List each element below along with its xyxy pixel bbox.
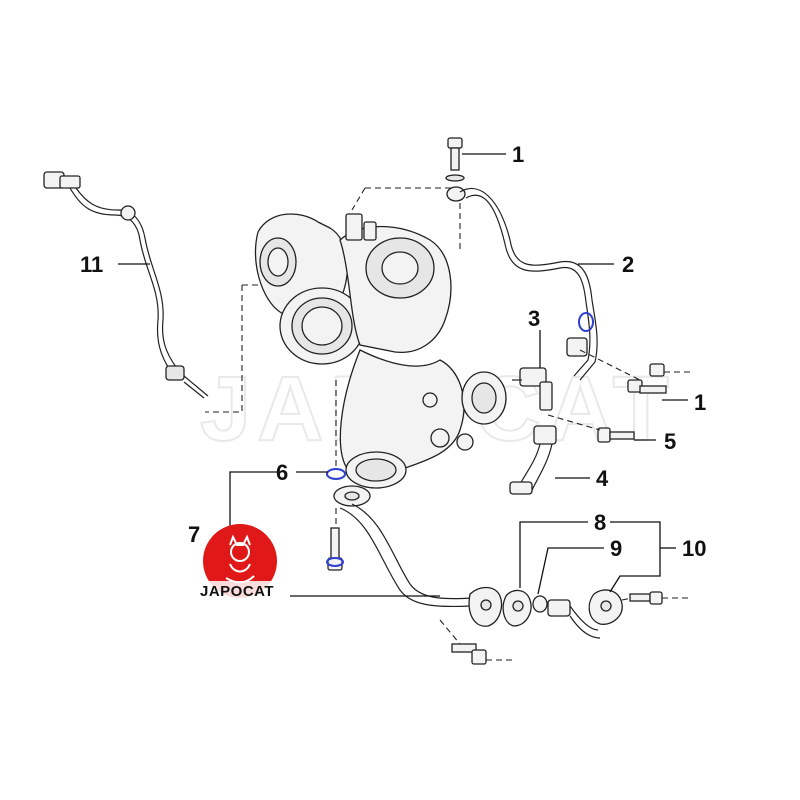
callout-10: 10 — [682, 536, 706, 561]
part-7-oil-drain-pipe — [339, 503, 503, 627]
callout-8: 8 — [594, 510, 606, 535]
callout-7: 7 — [188, 522, 200, 547]
callout-4: 4 — [596, 466, 609, 491]
part-5-bolt — [597, 427, 635, 443]
part-9-seal-ring — [532, 595, 548, 613]
leader-10-lower — [609, 548, 661, 593]
part-6-bolt — [326, 527, 344, 571]
leader-10-bracket — [610, 521, 661, 548]
callout-2: 2 — [622, 252, 634, 277]
callout-1-mid: 1 — [694, 390, 706, 415]
part-2-oil-feed-line — [459, 187, 598, 381]
part-6-gasket — [326, 468, 371, 507]
logo-text: JAPOCAT — [200, 583, 274, 600]
callout-3: 3 — [528, 306, 540, 331]
part-1-banjo-bolt-top — [445, 137, 466, 202]
part-10-flange-pipe — [547, 589, 623, 639]
part-1-bolt-mid — [627, 363, 667, 394]
callout-9: 9 — [610, 536, 622, 561]
part-8-gasket — [502, 589, 532, 627]
part-11-sensor-cable — [43, 171, 209, 399]
leader-8 — [519, 521, 588, 588]
callout-6: 6 — [276, 460, 288, 485]
leader-9 — [537, 547, 604, 595]
callout-1-top: 1 — [512, 142, 524, 167]
japocat-logo: JAPOCAT — [196, 524, 284, 600]
part-10-bolt — [629, 591, 663, 605]
part-3-fitting — [512, 367, 553, 411]
callout-11: 11 — [80, 252, 103, 277]
leader-7-vertical — [229, 471, 278, 532]
callout-5: 5 — [664, 429, 676, 454]
part-4-return-pipe — [509, 425, 557, 495]
assembly-dash-outline — [205, 284, 262, 413]
bottom-bolt — [451, 643, 487, 665]
turbocharger-body — [254, 213, 507, 489]
blue-highlight-washer — [578, 312, 594, 332]
